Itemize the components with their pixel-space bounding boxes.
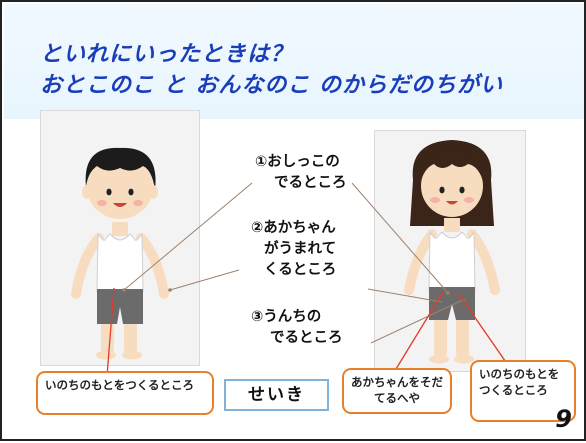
callout-baby-line3: くるところ bbox=[264, 262, 337, 278]
callout-baby-line2: がうまれて bbox=[264, 241, 337, 257]
pointer-lines bbox=[106, 182, 511, 377]
callout-urine-line1: ①おしっこの bbox=[255, 154, 340, 170]
title-line-1: といれにいったときは？ bbox=[40, 42, 294, 67]
callout-stool-line2: でるところ bbox=[270, 330, 343, 346]
label-genitals: せいき bbox=[224, 379, 329, 411]
callout-stool-line1: ③うんちの bbox=[251, 309, 322, 325]
boy-illustration bbox=[71, 147, 169, 360]
title-line-2: おとこのこ と おんなのこ のからだのちがい bbox=[40, 73, 503, 98]
page-number: 9 bbox=[555, 405, 572, 433]
label-girl-womb: あかちゃんをそだてるへや bbox=[342, 368, 452, 414]
label-girl-origin-of-life: いのちのもとをつくるところ bbox=[470, 360, 576, 422]
callout-urine-line2: でるところ bbox=[274, 175, 347, 191]
callout-baby-line1: ②あかちゃん bbox=[251, 220, 336, 236]
girl-illustration bbox=[404, 140, 500, 364]
title-band bbox=[4, 4, 584, 119]
label-boy-origin-of-life: いのちのもとをつくるところ bbox=[36, 371, 214, 415]
